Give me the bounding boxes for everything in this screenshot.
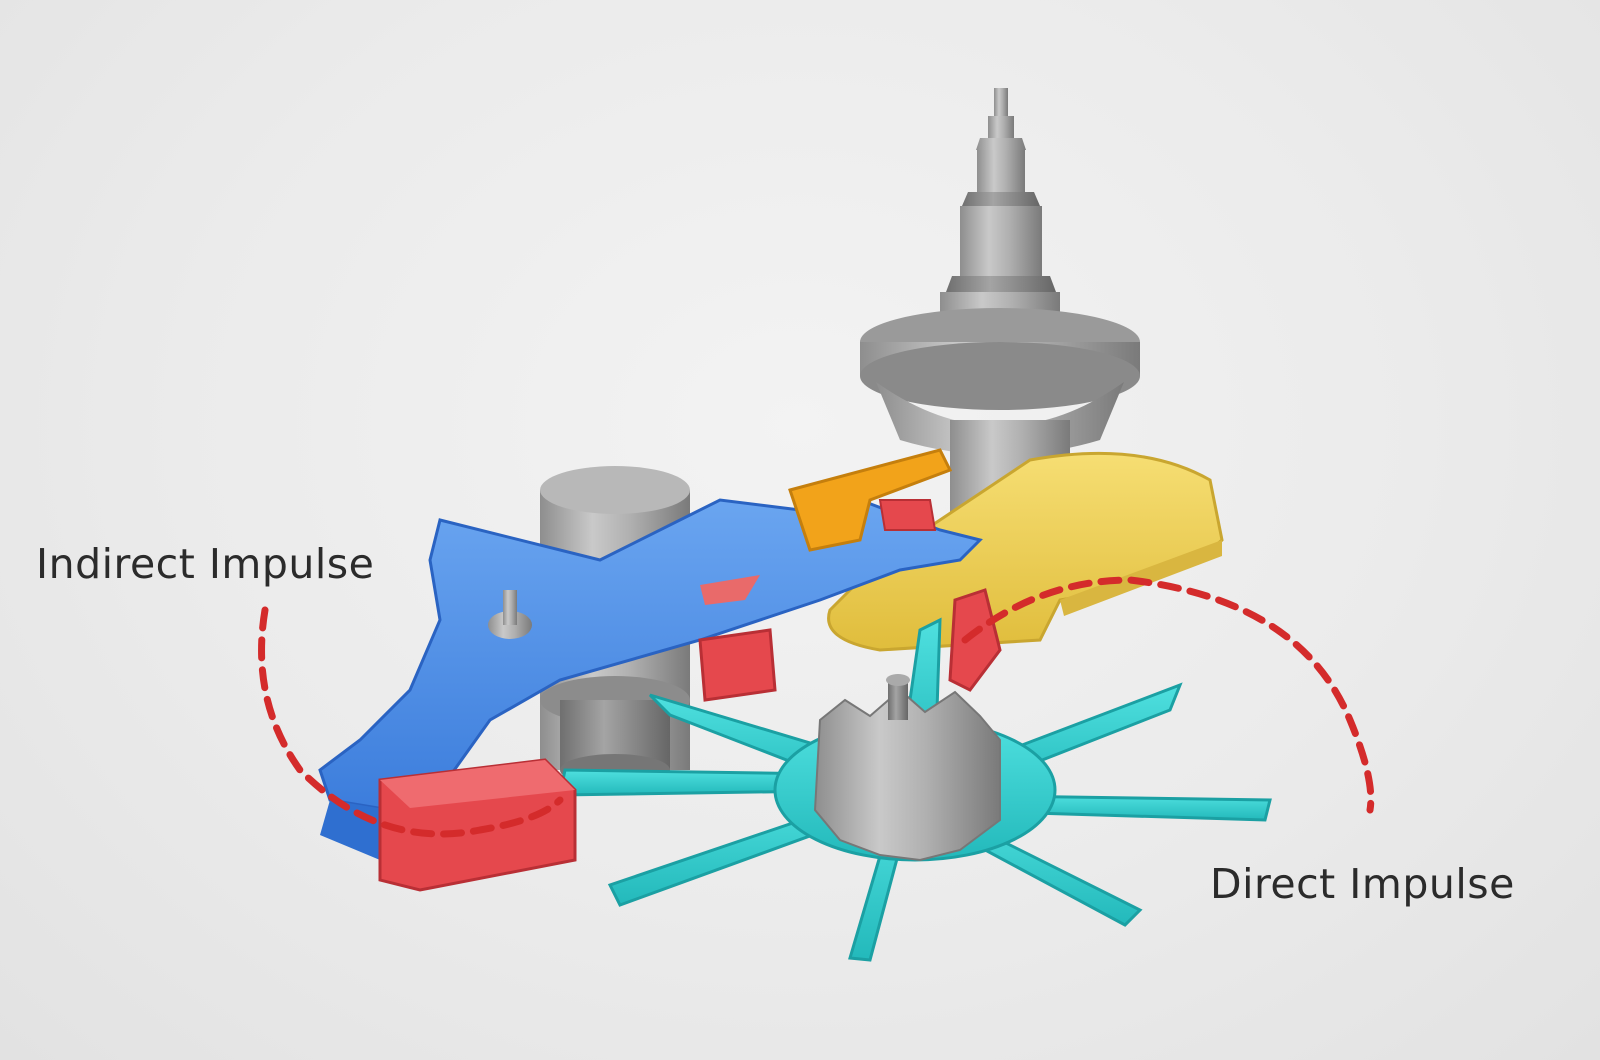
exit-pallet-stone [698,628,777,702]
indirect-impulse-path [258,606,564,838]
escape-pinion [813,674,1001,862]
impulse-finger [788,448,953,552]
direct-impulse-pallet [948,588,1002,692]
direct-impulse-path [961,576,1375,814]
indirect-impulse-label: Indirect Impulse [36,540,375,588]
entry-pallet-stone [378,758,577,892]
direct-impulse-label: Direct Impulse [1210,860,1515,908]
